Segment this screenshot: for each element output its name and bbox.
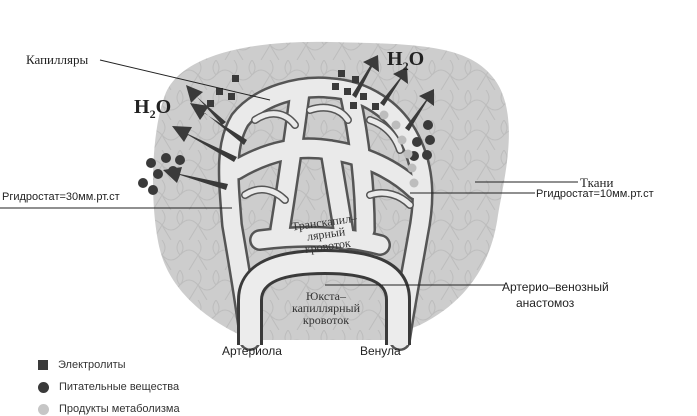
light-circle-marker-icon [38,403,49,415]
outflow-arrows [163,85,247,190]
metabolite-markers [379,110,419,188]
capillaries-label: Капилляры [26,52,89,67]
legend-item-metabolites: Продукты метаболизма [38,398,180,416]
leader-lines [0,59,578,286]
arteriole-label: Артериола [222,344,282,358]
square-marker-icon [38,360,48,370]
legend-item-nutrients: Питательные вещества [38,376,180,398]
legend-item-electrolytes: Электролиты [38,354,180,376]
av-anastomosis-label-2: анастомоз [516,296,575,310]
nutrient-markers [138,120,435,195]
dark-circle-marker-icon [38,381,49,393]
inflow-arrows [352,55,434,131]
electrolyte-markers [207,70,379,110]
pressure-right-label: Ргидростат=10мм.рт.ст [536,188,654,200]
venule-label: Венула [360,344,401,358]
av-anastomosis-label-1: Артерио–венозный [502,280,609,294]
h2o-label-left: H2O [134,96,172,121]
pressure-left-label: Ргидростат=30мм.рт.ст [2,191,120,203]
tissues-label: Ткани [580,175,614,190]
juxtacapillary-flow-label: Юкста– капиллярный кровоток [291,289,361,327]
capillary-network [217,76,434,351]
av-anastomosis [237,248,411,345]
legend: Электролиты Питательные вещества Продукт… [38,354,180,416]
h2o-label-right: H2O [387,48,425,73]
